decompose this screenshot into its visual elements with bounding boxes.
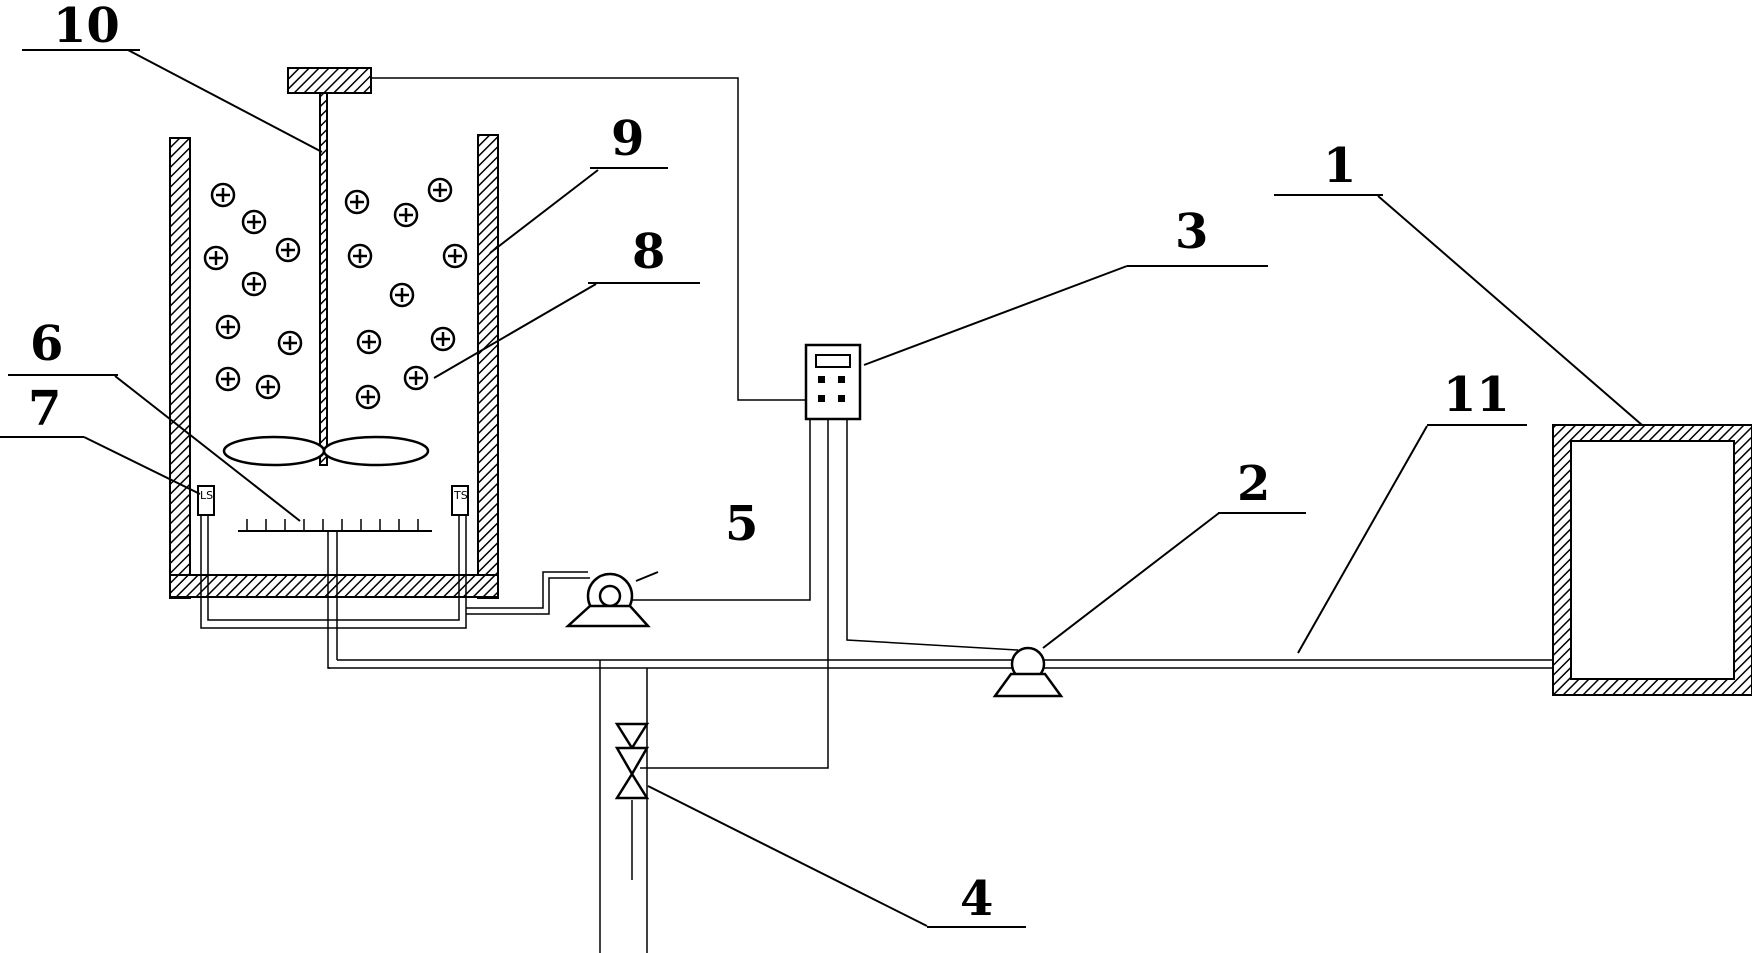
impeller-blade-right [322,435,430,467]
controller [371,77,1019,769]
label-6: 6 [30,316,63,372]
label-7: 7 [28,381,61,437]
label-5: 5 [725,496,758,552]
svg-text:LS: LS [200,489,213,502]
label-2: 2 [1237,456,1270,512]
label-3: 3 [1175,204,1208,260]
label-8: 8 [632,224,665,280]
label-11: 11 [1443,367,1510,423]
impeller-blade-left [222,435,326,467]
stirrer-motor [287,67,372,94]
sensors: LS TS [197,485,469,516]
stirrer-assembly [222,67,430,467]
svg-text:TS: TS [453,489,468,502]
valve [614,722,650,880]
main-pipe [328,659,1555,953]
air-blower [466,420,811,628]
label-10: 10 [53,0,120,54]
label-4: 4 [960,871,993,927]
carrier-beads [203,177,468,410]
leader-lines [0,49,1643,928]
aeration-diffuser [238,519,432,532]
label-9: 9 [611,111,644,167]
stirrer-shaft [319,92,328,466]
feed-pump [992,646,1064,698]
feed-tank [1552,424,1752,696]
label-1: 1 [1323,138,1356,194]
part-labels: 10 9 8 6 7 1 3 11 2 5 4 [28,0,1510,927]
